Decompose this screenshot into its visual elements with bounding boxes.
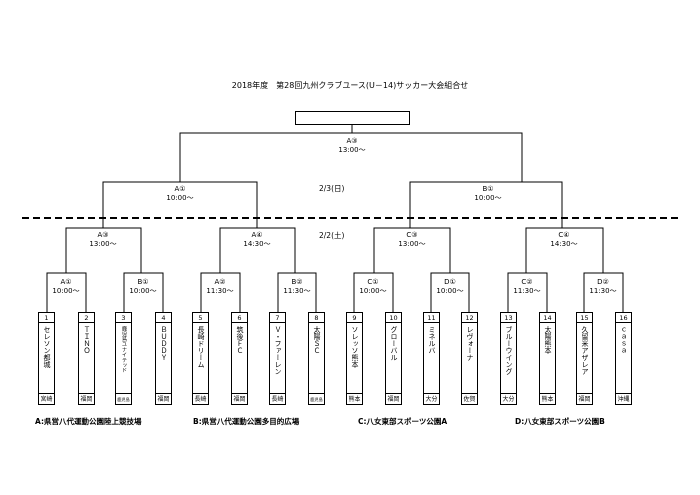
team-number: 13 (501, 313, 516, 323)
team-name: ＢＵＤＤＹ (160, 326, 168, 361)
day-label-day2: 2/3(日) (319, 184, 345, 193)
team-box: 14 太陽熊本 熊本 (539, 312, 556, 405)
team-prefecture: 福岡 (386, 393, 401, 404)
team-box: 8 太陽ＳＣ 鹿児島 (308, 312, 325, 405)
team-prefecture: 沖縄 (616, 393, 631, 404)
team-number: 7 (270, 313, 285, 323)
team-box: 1 セレソン都城 宮崎 (38, 312, 55, 405)
team-name: レヴォーナ (466, 326, 474, 361)
team-number: 5 (193, 313, 208, 323)
team-number: 16 (616, 313, 631, 323)
team-prefecture: 長崎 (193, 393, 208, 404)
team-box: 4 ＢＵＤＤＹ 福岡 (155, 312, 172, 405)
team-prefecture: 福岡 (577, 393, 592, 404)
team-prefecture: 福岡 (232, 393, 247, 404)
team-prefecture: 鹿児島 (309, 393, 324, 404)
team-prefecture: 大分 (501, 393, 516, 404)
team-name: 鹿児島ユナイテッド (121, 326, 127, 373)
team-box: 6 筑後ＦＣ 福岡 (231, 312, 248, 405)
venue-a: A:県営八代運動公園陸上競技場 (35, 417, 142, 426)
team-name: 久留米アザレア (581, 326, 589, 375)
team-number: 1 (39, 313, 54, 323)
team-number: 9 (347, 313, 362, 323)
team-prefecture: 福岡 (156, 393, 171, 404)
page-title: 2018年度 第28回九州クラブユース(U－14)サッカー大会組合せ (231, 81, 469, 90)
venue-b: B:県営八代運動公園多目的広場 (193, 417, 300, 426)
team-box: 12 レヴォーナ 佐賀 (461, 312, 478, 405)
team-box: 3 鹿児島ユナイテッド 鹿児島 (115, 312, 132, 405)
team-box: 5 長崎ドリーム 長崎 (192, 312, 209, 405)
team-number: 6 (232, 313, 247, 323)
team-name: ブルーウイング (505, 326, 513, 375)
team-name: グローバル (390, 326, 398, 361)
team-number: 4 (156, 313, 171, 323)
team-name: ＴＩＮＯ (83, 326, 91, 354)
team-box: 7 Ｖ・ファーレン 長崎 (269, 312, 286, 405)
team-box: 15 久留米アザレア 福岡 (576, 312, 593, 405)
team-prefecture: 長崎 (270, 393, 285, 404)
team-prefecture: 福岡 (79, 393, 94, 404)
team-prefecture: 佐賀 (462, 393, 477, 404)
team-name: 太陽ＳＣ (313, 326, 321, 354)
team-name: ソレッソ熊本 (351, 326, 359, 368)
venue-c: C:八女東部スポーツ公園A (358, 417, 448, 426)
team-name: ミネルバ (428, 326, 436, 354)
team-box: 16 ｃａｓａ 沖縄 (615, 312, 632, 405)
team-name: 太陽熊本 (544, 326, 552, 354)
team-box: 13 ブルーウイング 大分 (500, 312, 517, 405)
day-label-day1: 2/2(土) (319, 231, 345, 240)
team-prefecture: 熊本 (347, 393, 362, 404)
team-box: 2 ＴＩＮＯ 福岡 (78, 312, 95, 405)
team-prefecture: 鹿児島 (116, 393, 131, 404)
team-prefecture: 宮崎 (39, 393, 54, 404)
team-number: 15 (577, 313, 592, 323)
champion-box (295, 111, 410, 125)
team-name: 長崎ドリーム (197, 326, 205, 368)
team-number: 11 (424, 313, 439, 323)
team-number: 12 (462, 313, 477, 323)
team-number: 2 (79, 313, 94, 323)
team-number: 3 (116, 313, 131, 323)
team-box: 11 ミネルバ 大分 (423, 312, 440, 405)
team-name: 筑後ＦＣ (236, 326, 244, 354)
team-prefecture: 大分 (424, 393, 439, 404)
team-number: 14 (540, 313, 555, 323)
team-number: 8 (309, 313, 324, 323)
team-name: セレソン都城 (43, 326, 51, 368)
team-name: Ｖ・ファーレン (274, 326, 282, 375)
team-box: 9 ソレッソ熊本 熊本 (346, 312, 363, 405)
team-number: 10 (386, 313, 401, 323)
team-prefecture: 熊本 (540, 393, 555, 404)
venue-d: D:八女東部スポーツ公園B (515, 417, 605, 426)
team-name: ｃａｓａ (620, 326, 628, 354)
team-box: 10 グローバル 福岡 (385, 312, 402, 405)
